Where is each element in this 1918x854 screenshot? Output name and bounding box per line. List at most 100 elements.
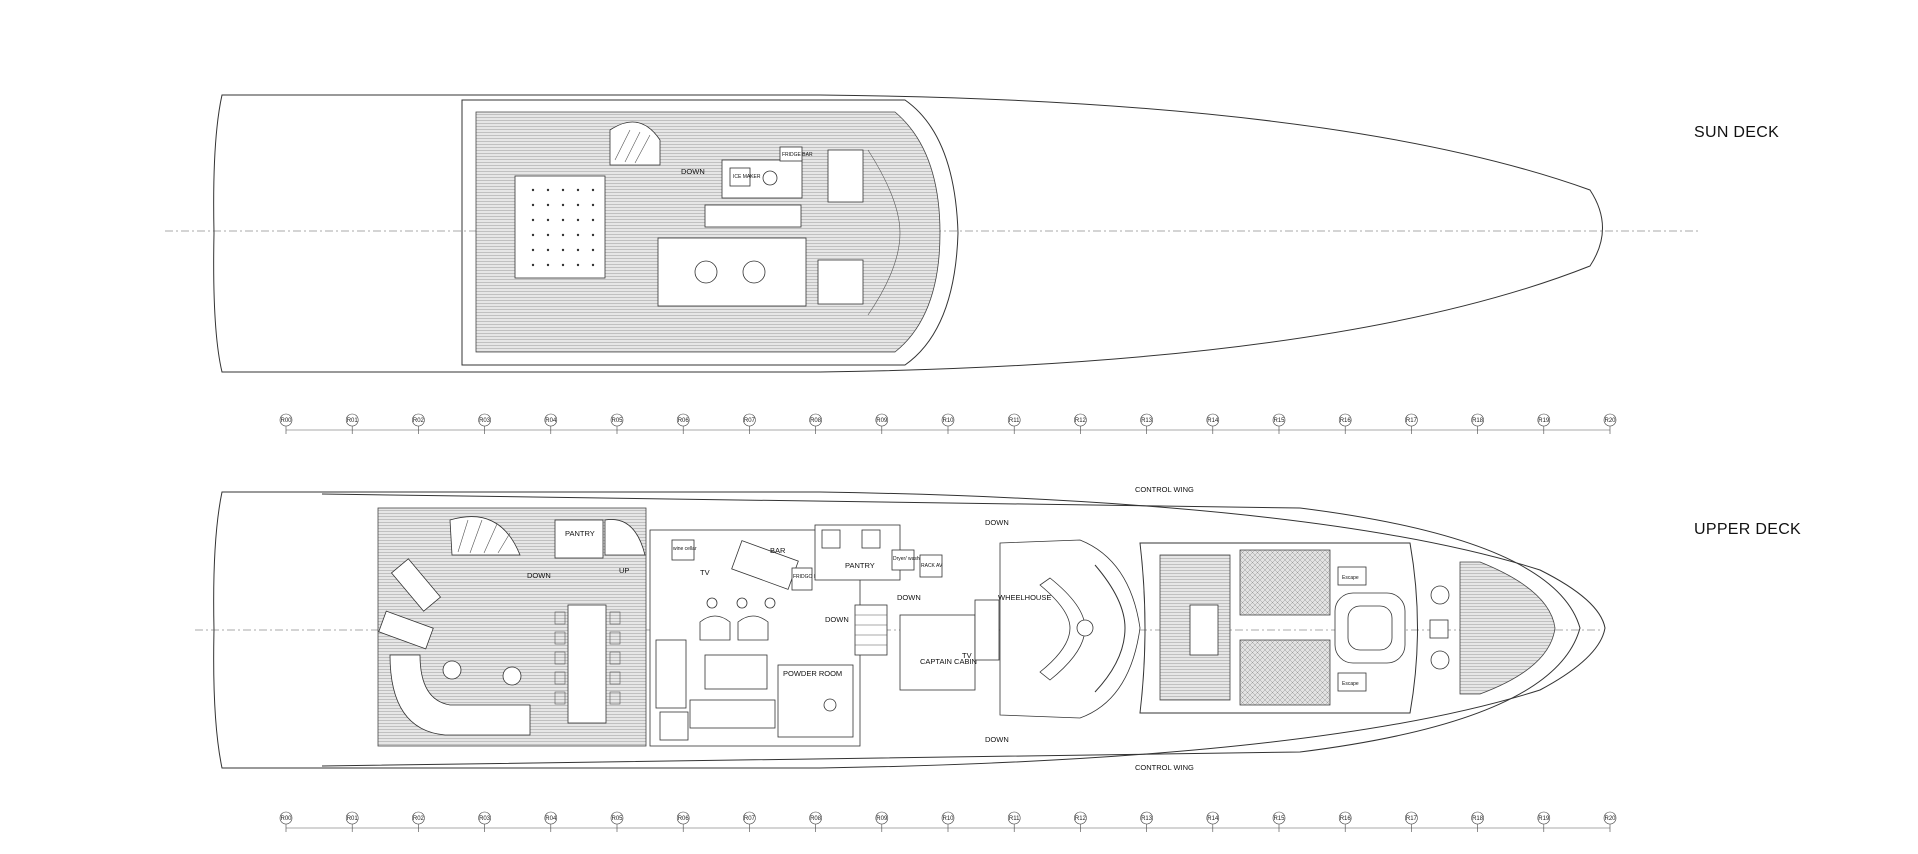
sunlounger-1 bbox=[390, 558, 442, 612]
sunlounger-2 bbox=[378, 610, 434, 650]
frame-label: R18 bbox=[1472, 418, 1484, 424]
bow-anchor-area bbox=[1459, 561, 1556, 695]
powder-room bbox=[777, 664, 854, 738]
frame-label: R14 bbox=[1207, 418, 1219, 424]
salon-coffee-table bbox=[704, 654, 768, 690]
fridgo-bar-label: FRIDGO BAR bbox=[793, 574, 825, 580]
salon-sideboard bbox=[659, 711, 689, 741]
frame-label: R02 bbox=[413, 418, 425, 424]
frame-label: R00 bbox=[280, 418, 292, 424]
stbd-down-label: DOWN bbox=[985, 735, 1009, 744]
sun-deck: DOWN ICE MAKER FRIDGE BAR bbox=[165, 94, 1700, 373]
tv-captain-label: TV bbox=[962, 651, 972, 660]
sun-deck-stair bbox=[609, 121, 661, 166]
captain-cabin bbox=[899, 614, 976, 691]
frame-label: R01 bbox=[347, 816, 359, 822]
frame-label: R11 bbox=[1009, 816, 1020, 822]
frame-label: R03 bbox=[479, 418, 491, 424]
pantry-label: PANTRY bbox=[845, 561, 875, 570]
sun-pad bbox=[514, 175, 606, 279]
salon-sofa-bottom bbox=[689, 699, 776, 729]
upper-deck: DOWN UP PANTRY BAR FRIDGO BAR wine cella… bbox=[195, 485, 1606, 772]
frame-label: R04 bbox=[545, 816, 557, 822]
dryer-washer-label: Dryer/ washer bbox=[893, 556, 924, 562]
windlass-stbd bbox=[1430, 650, 1450, 670]
escape-bottom-label: Escape bbox=[1342, 681, 1359, 687]
aft-coffee-table-2 bbox=[502, 666, 522, 686]
frame-label: R05 bbox=[611, 418, 623, 424]
sun-pad-studs bbox=[531, 188, 595, 267]
sun-deck-down-label: DOWN bbox=[681, 167, 705, 176]
aft-stair-up bbox=[604, 519, 646, 556]
frame-label: R07 bbox=[744, 816, 756, 822]
control-wing-top-label: CONTROL WING bbox=[1135, 485, 1194, 494]
aft-down-label: DOWN bbox=[527, 571, 551, 580]
frame-label: R16 bbox=[1340, 816, 1352, 822]
captain-cabin-label: CAPTAIN CABIN bbox=[920, 657, 977, 666]
powder-room-label: POWDER ROOM bbox=[783, 669, 842, 678]
frame-label: R02 bbox=[413, 816, 425, 822]
frame-label: R06 bbox=[678, 816, 690, 822]
upper-deck-title: UPPER DECK bbox=[1694, 521, 1802, 538]
windlass-port bbox=[1430, 585, 1450, 605]
sun-deck-hull bbox=[213, 94, 1603, 373]
tv-salon-label: TV bbox=[700, 568, 710, 577]
foredeck-sunpad-bottom bbox=[1239, 639, 1331, 706]
wheelhouse-label: WHEELHOUSE bbox=[998, 593, 1051, 602]
frame-label: R00 bbox=[280, 816, 292, 822]
upper-deck-hull bbox=[213, 491, 1606, 769]
aft-up-label: UP bbox=[619, 566, 629, 575]
sun-deck-seat-bottom bbox=[817, 259, 864, 305]
frame-label: R18 bbox=[1472, 816, 1484, 822]
control-wing-bottom-label: CONTROL WING bbox=[1135, 763, 1194, 772]
aft-pantry bbox=[554, 519, 604, 559]
lobby-down-label: DOWN bbox=[897, 593, 921, 602]
rack-av-label: RACK AV bbox=[921, 563, 943, 569]
port-down-label: DOWN bbox=[985, 518, 1009, 527]
frame-label: R03 bbox=[479, 816, 491, 822]
sun-deck-fridge-label: FRIDGE BAR bbox=[782, 152, 813, 158]
frame-label: R16 bbox=[1340, 418, 1352, 424]
frame-label: R04 bbox=[545, 418, 557, 424]
frame-label: R15 bbox=[1273, 816, 1285, 822]
foredeck-sunpad-top bbox=[1239, 549, 1331, 616]
wine-cellar-label: wine cellar bbox=[673, 546, 697, 552]
frame-label: R09 bbox=[876, 418, 888, 424]
sun-deck-ice-maker-label: ICE MAKER bbox=[733, 174, 761, 180]
helm-console bbox=[1039, 577, 1086, 681]
sun-deck-table-2 bbox=[742, 260, 766, 284]
aft-curved-sofa bbox=[389, 654, 531, 736]
sun-deck-windshield bbox=[867, 149, 901, 316]
frame-label: R09 bbox=[876, 816, 888, 822]
helm-wheel bbox=[1076, 619, 1094, 637]
sun-deck-table-1 bbox=[694, 260, 718, 284]
sun-deck-superstructure bbox=[461, 99, 959, 366]
bar-label: BAR bbox=[770, 546, 786, 555]
frame-label: R13 bbox=[1141, 816, 1153, 822]
frame-label: R20 bbox=[1604, 418, 1616, 424]
aft-dining-table bbox=[567, 604, 607, 724]
frame-label: R13 bbox=[1141, 418, 1153, 424]
frame-label: R06 bbox=[678, 418, 690, 424]
frame-label: R08 bbox=[810, 816, 822, 822]
sun-deck-title: SUN DECK bbox=[1694, 124, 1780, 141]
frame-label: R12 bbox=[1075, 418, 1087, 424]
salon-armchair-2 bbox=[737, 615, 769, 641]
lobby-stair bbox=[854, 604, 888, 656]
salon-sofa-left bbox=[655, 639, 687, 709]
sun-deck-seat-top bbox=[827, 149, 864, 203]
frame-label: R10 bbox=[942, 816, 954, 822]
salon-armchair-1 bbox=[699, 615, 731, 641]
frame-label: R20 bbox=[1604, 816, 1616, 822]
frame-label: R15 bbox=[1273, 418, 1285, 424]
foredeck-center-table bbox=[1189, 604, 1219, 656]
frame-label: R19 bbox=[1538, 816, 1550, 822]
frame-label: R08 bbox=[810, 418, 822, 424]
aft-pantry-label: PANTRY bbox=[565, 529, 595, 538]
frame-label: R01 bbox=[347, 418, 359, 424]
frame-label: R11 bbox=[1009, 418, 1020, 424]
frame-label: R12 bbox=[1075, 816, 1087, 822]
frame-label: R10 bbox=[942, 418, 954, 424]
